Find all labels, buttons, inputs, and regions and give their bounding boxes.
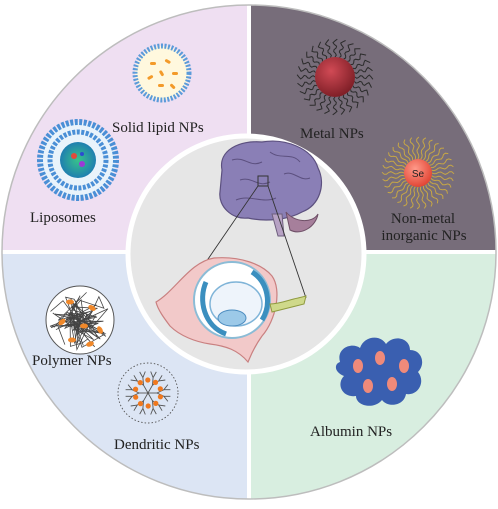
zoom-line-left xyxy=(205,185,259,263)
solid-lipid-np-label: Solid lipid NPs xyxy=(112,120,204,136)
nonmetal-np-label-line2: inorganic NPs xyxy=(381,228,467,244)
solid-lipid-np-illustration xyxy=(132,43,192,103)
liposomes-label: Liposomes xyxy=(30,210,96,226)
dendritic-np-label: Dendritic NPs xyxy=(114,437,200,453)
metal-np-label: Metal NPs xyxy=(300,126,364,142)
brain-illustration xyxy=(219,140,323,237)
neurovascular-unit-illustration xyxy=(155,257,307,364)
nonmetal-np-label-line1: Non-metal xyxy=(390,211,456,227)
metal-np-illustration xyxy=(296,38,374,116)
liposome-illustration xyxy=(37,119,119,201)
polymer-np-illustration xyxy=(45,285,115,355)
albumin-np-illustration xyxy=(335,337,423,406)
albumin-np-label: Albumin NPs xyxy=(310,424,393,440)
outer-ring xyxy=(1,4,497,500)
zoom-line-right xyxy=(267,185,307,299)
dendritic-np-illustration xyxy=(117,362,179,424)
nonmetal-np-illustration: Se xyxy=(381,136,455,210)
se-label: Se xyxy=(412,169,425,180)
polymer-np-label: Polymer NPs xyxy=(32,353,112,369)
